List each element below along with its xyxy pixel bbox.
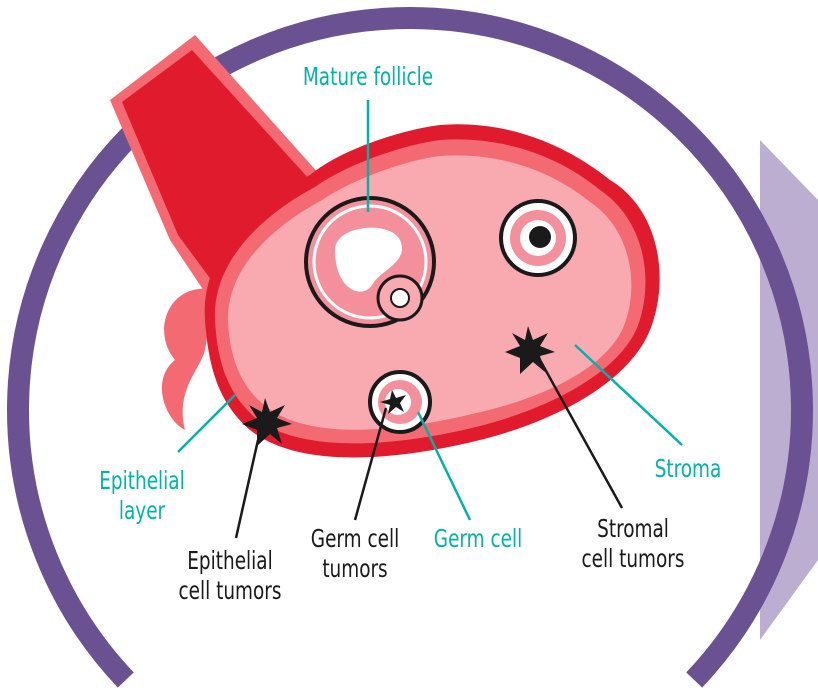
tumor-stars: [242, 326, 555, 446]
label-line: layer: [118, 496, 166, 525]
label-epithelial-layer: Epithelial layer: [85, 466, 200, 526]
label-line: Epithelial: [99, 466, 185, 495]
label-line: cell tumors: [178, 576, 282, 605]
label-mature-follicle: Mature follicle: [302, 62, 434, 91]
label-line: tumors: [322, 554, 388, 583]
label-line: cell tumors: [581, 544, 685, 573]
germ-cell-tumor: [380, 390, 406, 414]
frame-ring: [7, 7, 813, 688]
label-line: Stromal: [597, 514, 669, 543]
epithelial-tumor: [242, 398, 292, 446]
label-epithelial-cell-tumors: Epithelial cell tumors: [164, 546, 295, 606]
label-stromal-cell-tumors: Stromal cell tumors: [567, 514, 698, 574]
label-line: Germ cell: [310, 524, 400, 553]
label-germ-cell: Germ cell: [433, 524, 523, 553]
follicle-antrum: [335, 227, 403, 292]
fimbriae: [161, 288, 215, 430]
label-stroma: Stroma: [654, 454, 722, 483]
stromal-tumor: [505, 326, 555, 374]
label-germ-cell-tumors: Germ cell tumors: [298, 524, 413, 584]
label-line: Epithelial: [187, 546, 273, 575]
